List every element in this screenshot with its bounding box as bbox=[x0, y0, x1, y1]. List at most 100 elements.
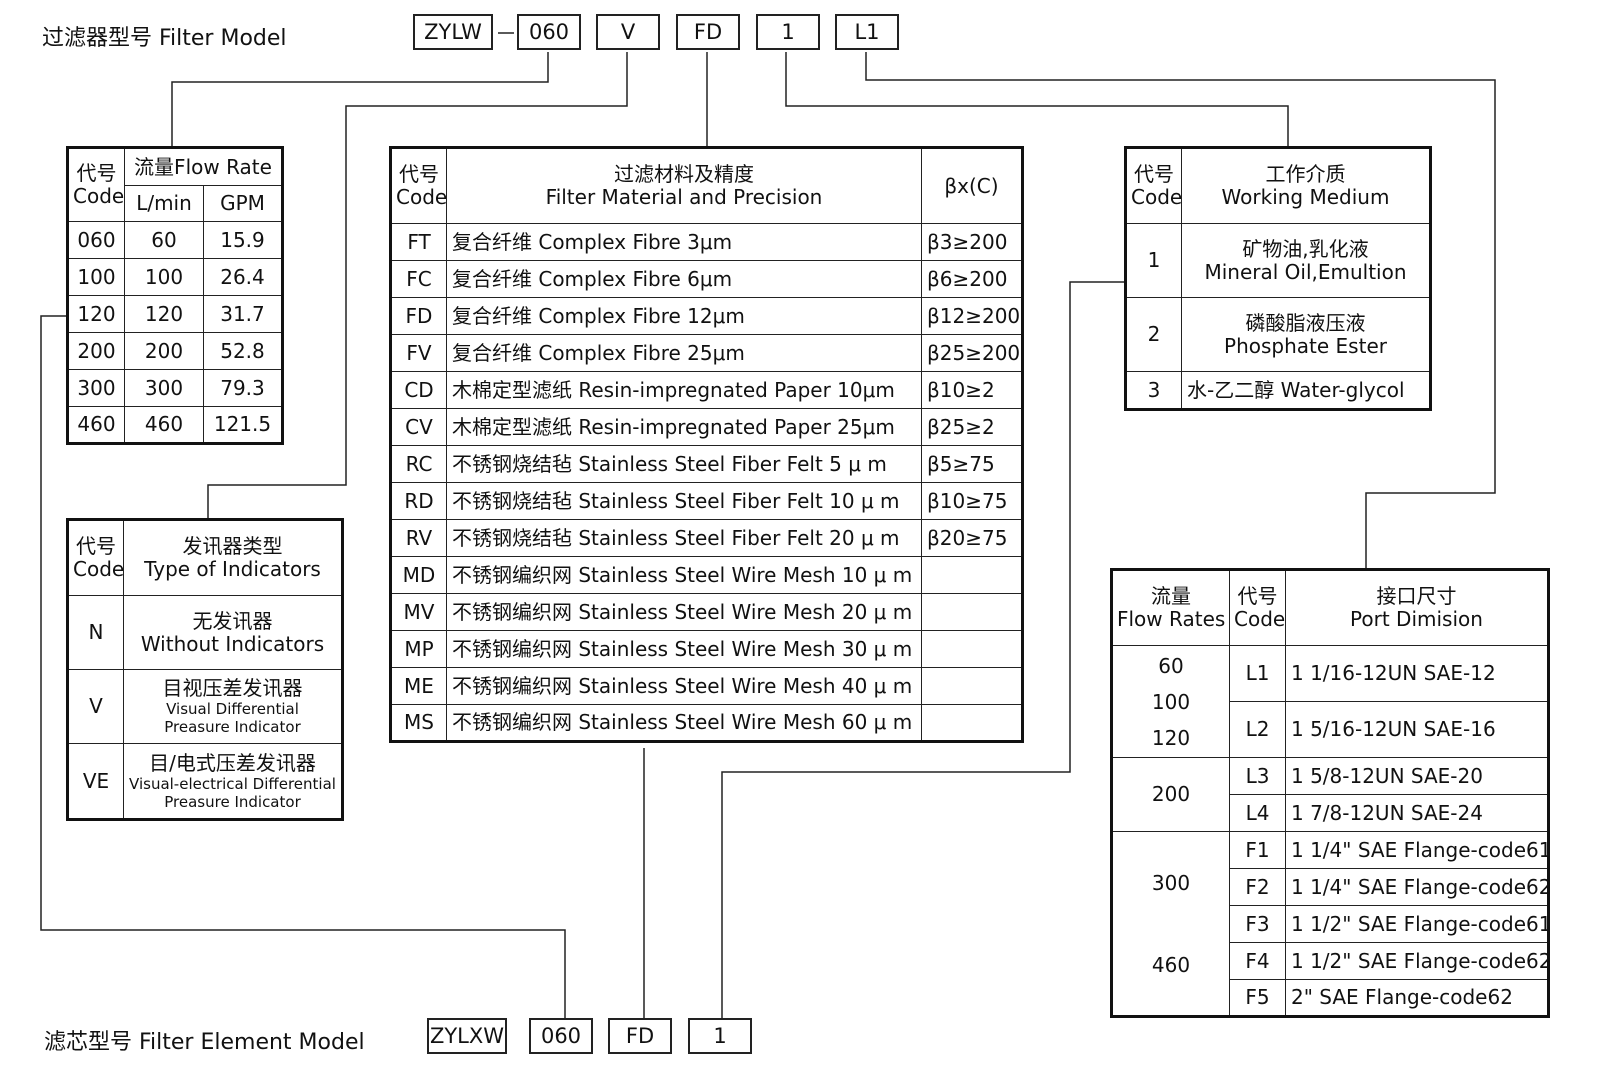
table-cell: 不锈钢编织网 Stainless Steel Wire Mesh 40 μ m bbox=[446, 667, 922, 705]
header-lmin: L/min bbox=[124, 185, 204, 222]
table-cell: F2 bbox=[1229, 868, 1286, 906]
table-cell: F5 bbox=[1229, 979, 1286, 1017]
table-cell: 200 bbox=[124, 332, 204, 370]
filter-model-title: 过滤器型号 Filter Model bbox=[42, 26, 287, 51]
element-box-flow: 060 bbox=[529, 1018, 593, 1054]
table-cell: 不锈钢烧结毡 Stainless Steel Fiber Felt 20 μ m bbox=[446, 519, 922, 557]
table-cell: 不锈钢编织网 Stainless Steel Wire Mesh 10 μ m bbox=[446, 556, 922, 594]
element-box-medium: 1 bbox=[688, 1018, 752, 1054]
table-cell: 1 5/8-12UN SAE-20 bbox=[1285, 757, 1549, 795]
table-row: L4 1 7/8-12UN SAE-24 bbox=[1112, 794, 1549, 832]
table-cell: 2 bbox=[1125, 297, 1182, 372]
table-cell: 2" SAE Flange-code62 bbox=[1285, 979, 1549, 1017]
table-row: 200 L3 1 5/8-12UN SAE-20 bbox=[1111, 757, 1549, 832]
table-cell: F4 bbox=[1229, 942, 1286, 980]
table-cell: 100 bbox=[67, 258, 125, 296]
table-cell: β25≥200 bbox=[921, 334, 1023, 372]
table-cell: V bbox=[67, 669, 124, 744]
table-cell: β10≥75 bbox=[921, 482, 1023, 520]
table-cell bbox=[921, 667, 1023, 705]
table-cell: N bbox=[67, 595, 124, 670]
table-cell: β25≥2 bbox=[921, 408, 1023, 446]
table-cell: 200 bbox=[67, 332, 125, 370]
header-flow-rate: 流量Flow Rate bbox=[124, 147, 283, 186]
header-gpm: GPM bbox=[203, 185, 283, 222]
flow-group-2: 200 bbox=[1111, 757, 1230, 832]
table-cell: FD bbox=[390, 297, 447, 335]
table-cell: VE bbox=[67, 743, 124, 820]
table-cell: 1 1/16-12UN SAE-12 bbox=[1285, 645, 1549, 702]
table-row: F5 2" SAE Flange-code62 bbox=[1112, 979, 1549, 1017]
table-cell: 不锈钢编织网 Stainless Steel Wire Mesh 20 μ m bbox=[446, 593, 922, 631]
table-cell: β12≥200 bbox=[921, 297, 1023, 335]
table-cell: 460 bbox=[124, 406, 204, 444]
table-cell: MD bbox=[390, 556, 447, 594]
table-cell bbox=[921, 556, 1023, 594]
element-box-series: ZYLXW bbox=[427, 1018, 507, 1054]
table-cell: F1 bbox=[1229, 831, 1286, 869]
table-cell: L1 bbox=[1229, 645, 1286, 702]
table-cell: β20≥75 bbox=[921, 519, 1023, 557]
table-row: F2 1 1/4" SAE Flange-code62 bbox=[1112, 868, 1549, 906]
table-cell: 121.5 bbox=[203, 406, 283, 444]
table-cell: 水-乙二醇 Water-glycol bbox=[1181, 371, 1431, 410]
table-row: F4 1 1/2" SAE Flange-code62 bbox=[1112, 942, 1549, 980]
table-cell: β5≥75 bbox=[921, 445, 1023, 483]
table-cell: 300 bbox=[67, 369, 125, 407]
table-cell: RV bbox=[390, 519, 447, 557]
table-row: 3 水-乙二醇 Water-glycol bbox=[1125, 371, 1431, 410]
table-cell: RD bbox=[390, 482, 447, 520]
table-cell: L3 bbox=[1229, 757, 1286, 795]
table-cell: 复合纤维 Complex Fibre 12μm bbox=[446, 297, 922, 335]
table-cell: 木棉定型滤纸 Resin-impregnated Paper 25μm bbox=[446, 408, 922, 446]
table-cell: 3 bbox=[1125, 371, 1182, 410]
table-cell: 1 1/4" SAE Flange-code61 bbox=[1285, 831, 1549, 869]
table-cell: 52.8 bbox=[203, 332, 283, 370]
table-cell: MS bbox=[390, 704, 447, 742]
table-cell: β6≥200 bbox=[921, 260, 1023, 298]
table-cell bbox=[921, 630, 1023, 668]
table-cell: CV bbox=[390, 408, 447, 446]
element-model-title: 滤芯型号 Filter Element Model bbox=[44, 1030, 365, 1055]
element-box-material: FD bbox=[608, 1018, 672, 1054]
table-cell: L2 bbox=[1229, 701, 1286, 758]
table-cell bbox=[921, 593, 1023, 631]
table-cell: 木棉定型滤纸 Resin-impregnated Paper 10μm bbox=[446, 371, 922, 409]
table-cell bbox=[921, 704, 1023, 742]
